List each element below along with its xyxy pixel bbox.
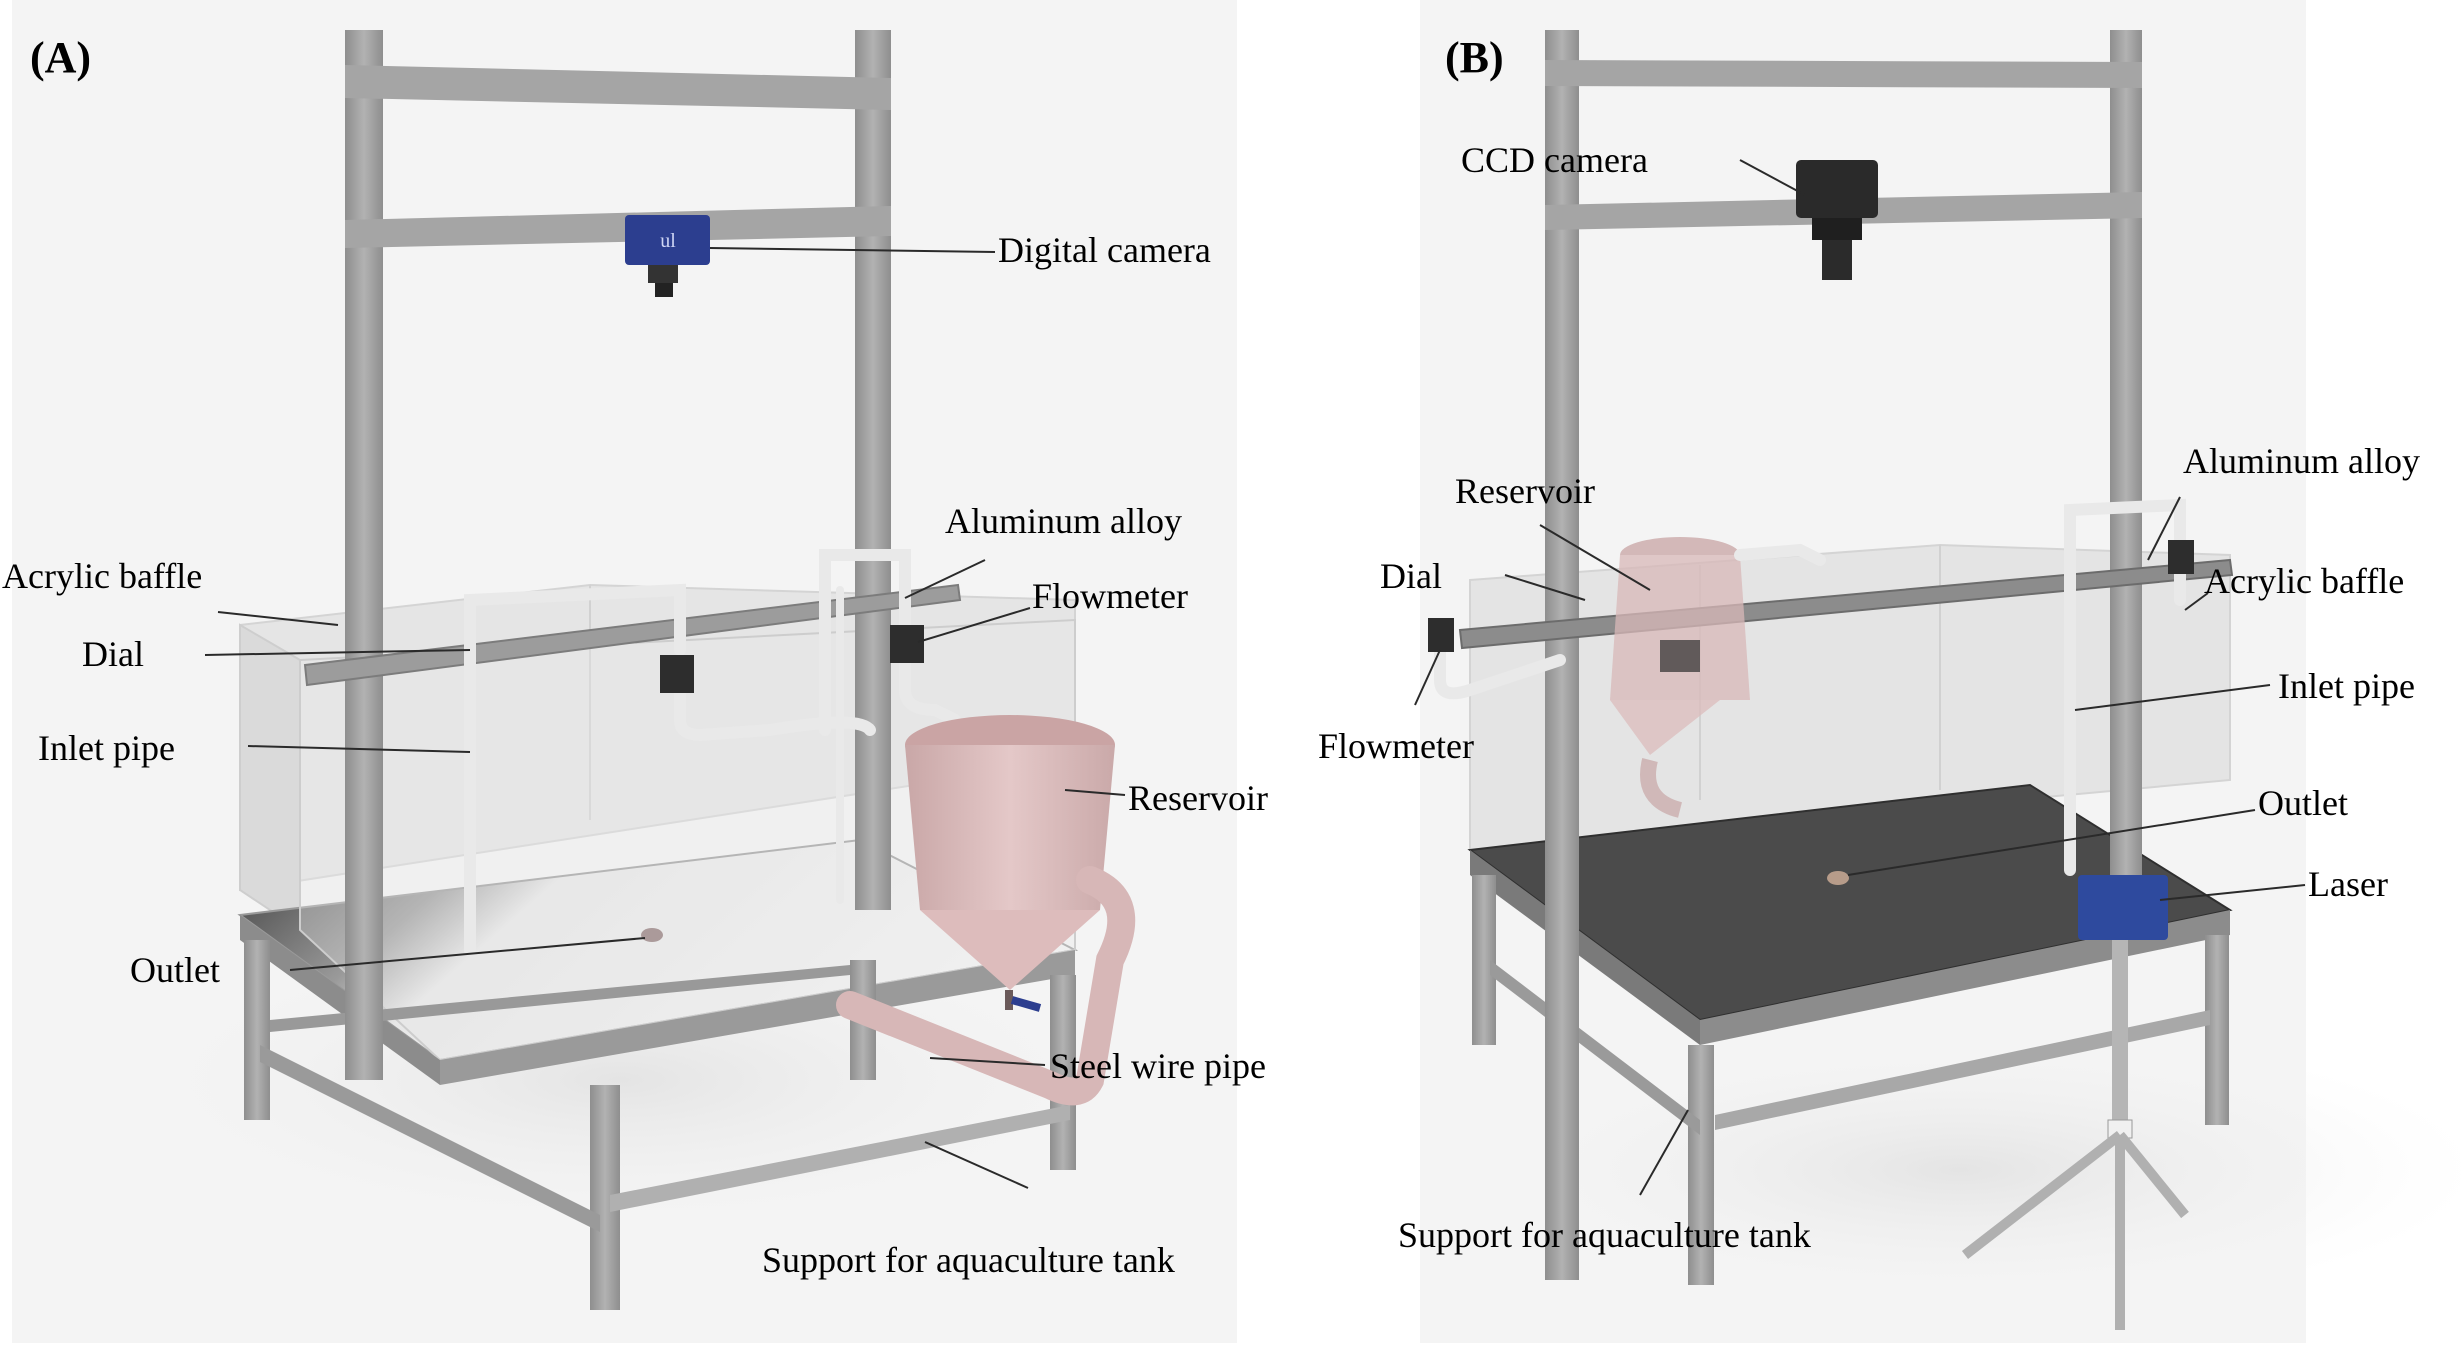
flowmeter-left-b [1428,618,1454,652]
label-support-b: Support for aquaculture tank [1398,1215,1811,1255]
flowmeter-left [660,655,694,693]
digital-camera: ul [625,215,710,297]
label-flowmeter: Flowmeter [1032,576,1188,616]
label-aluminum-alloy: Aluminum alloy [945,501,1182,541]
outlet-hole [641,928,663,942]
panel-a: ul [2,0,1268,1343]
label-dial-b: Dial [1380,556,1442,596]
label-inlet-pipe: Inlet pipe [38,728,175,768]
label-steel-wire-pipe: Steel wire pipe [1050,1046,1266,1086]
outlet-hole-b [1827,871,1849,885]
panel-a-label: (A) [30,33,91,82]
support-table-b [1470,850,2230,1285]
inlet-pipes-b [1434,498,2186,876]
label-laser: Laser [2308,864,2388,904]
leader-lines-a [204,247,1126,1189]
label-reservoir-b: Reservoir [1455,471,1595,511]
label-support: Support for aquaculture tank [762,1240,1175,1280]
reservoir [836,715,1136,1106]
aluminum-frame-b [1545,30,2142,1280]
panel-b: (B) CCD camera Reservoir Aluminum alloy … [1318,0,2461,1343]
label-dial: Dial [82,634,144,674]
flowmeter-right [890,625,924,663]
label-reservoir: Reservoir [1128,778,1268,818]
laser-tripod [1961,875,2189,1330]
support-table [240,915,1076,1310]
svg-text:ul: ul [660,230,676,252]
label-outlet: Outlet [130,950,220,990]
label-digital-camera: Digital camera [998,230,1211,270]
label-outlet-b: Outlet [2258,783,2348,823]
label-acrylic-baffle-b: Acrylic baffle [2204,561,2404,601]
label-inlet-pipe-b: Inlet pipe [2278,666,2415,706]
label-acrylic-baffle: Acrylic baffle [2,556,202,596]
reservoir-b [1610,537,1750,818]
leader-lines-b [1414,159,2306,1196]
flowmeter-right-b [2168,540,2194,574]
ccd-camera [1796,160,1878,280]
label-flowmeter-b: Flowmeter [1318,726,1474,766]
panel-b-label: (B) [1445,33,1504,82]
aluminum-frame [345,30,891,1080]
label-ccd-camera: CCD camera [1461,140,1648,180]
reservoir-valve-b [1660,640,1700,672]
label-aluminum-alloy-b: Aluminum alloy [2183,441,2420,481]
